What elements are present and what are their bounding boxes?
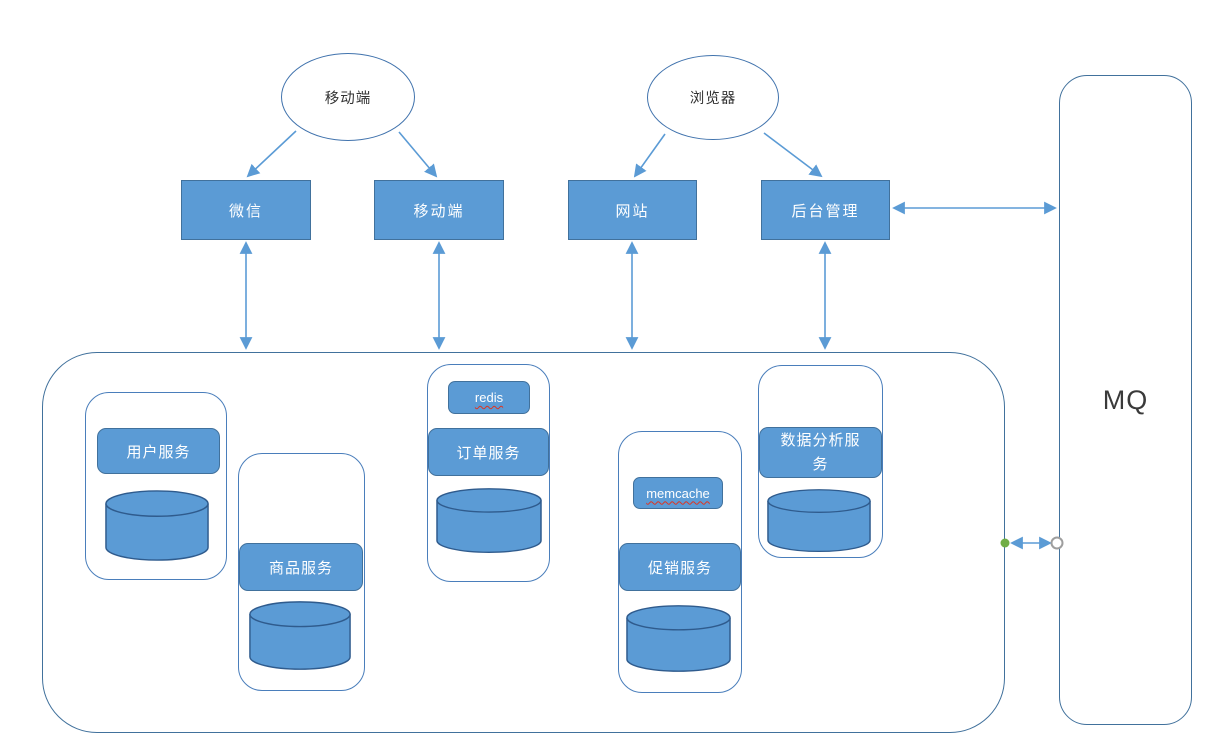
client-label-mobile: 移动端 [324,90,372,107]
channel-label-wechat: 微信 [228,202,263,220]
edge-browser-website[interactable] [633,133,666,178]
database-cylinder-order[interactable] [435,487,543,555]
channel-label-website: 网站 [615,202,650,220]
cache-label-memcache: memcache [646,485,710,501]
edge-mobileclient-mobile[interactable] [398,131,438,178]
client-node-mobile[interactable]: 移动端 [281,53,415,141]
channel-node-admin[interactable]: 后台管理 [761,180,890,240]
service-label-analytics: 数据分析服务 [780,431,861,473]
database-cylinder-analytics[interactable] [766,488,872,554]
database-cylinder-promotion[interactable] [625,604,732,674]
service-label-order: 订单服务 [456,444,521,462]
service-label-promotion: 促销服务 [647,559,712,577]
service-node-user[interactable]: 用户服务 [97,428,220,474]
database-cylinder-product[interactable] [248,600,352,672]
client-node-browser[interactable]: 浏览器 [647,55,779,140]
cache-label-redis: redis [474,390,504,405]
service-label-user: 用户服务 [126,443,191,461]
channel-label-admin: 后台管理 [791,202,860,220]
service-node-order[interactable]: 订单服务 [428,428,549,476]
service-node-analytics[interactable]: 数据分析服务 [759,427,882,478]
channel-label-mobile: 移动端 [413,202,465,220]
service-node-product[interactable]: 商品服务 [239,543,363,591]
service-node-promotion[interactable]: 促销服务 [619,543,741,591]
service-label-product: 商品服务 [268,559,333,577]
edge-mobileclient-wechat[interactable] [246,130,297,178]
client-label-browser: 浏览器 [689,91,737,107]
cache-node-memcache[interactable]: memcache [633,477,723,509]
mq-label: MQ [1102,384,1149,415]
database-cylinder-user[interactable] [104,489,210,563]
edge-browser-admin[interactable] [763,132,823,178]
mq-node[interactable]: MQ [1059,75,1192,725]
cache-node-redis[interactable]: redis [448,381,530,414]
channel-node-website[interactable]: 网站 [568,180,697,240]
channel-node-mobile[interactable]: 移动端 [374,180,504,240]
channel-node-wechat[interactable]: 微信 [181,180,311,240]
